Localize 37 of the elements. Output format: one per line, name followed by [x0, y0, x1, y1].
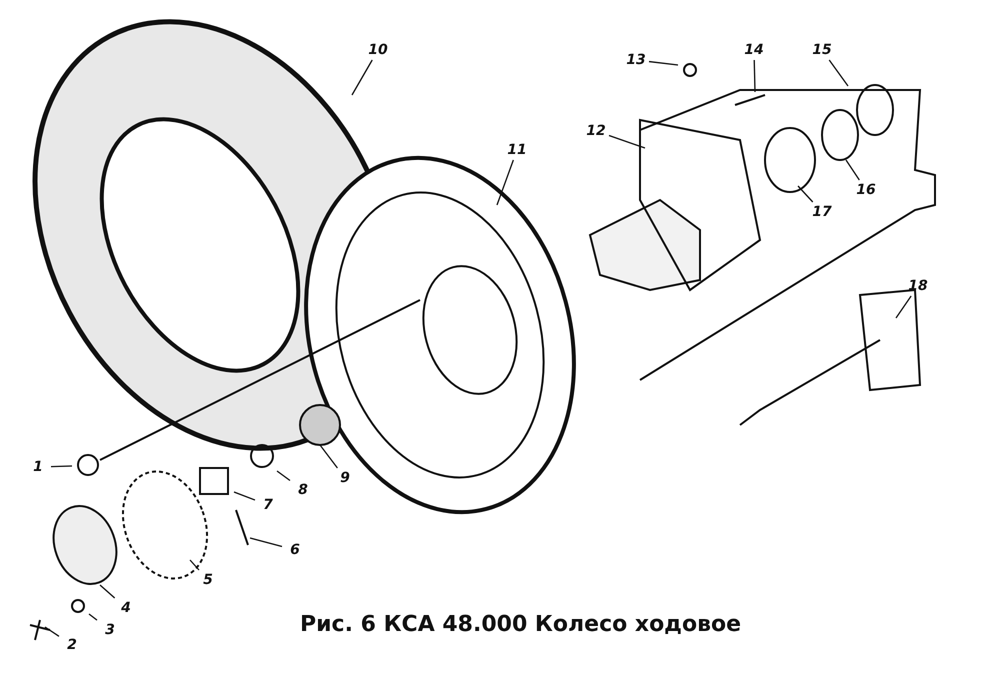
callout-number: 14 — [741, 40, 767, 60]
leader-line — [828, 60, 849, 86]
leader-line — [50, 465, 72, 468]
leader-line — [496, 160, 514, 206]
leader-line — [608, 134, 646, 149]
leader-line — [190, 560, 200, 570]
callout-number: 8 — [290, 480, 316, 500]
callout-number: 16 — [853, 180, 879, 200]
figure-caption: Рис. 6 КСА 48.000 Колесо ходовое — [300, 612, 742, 637]
callout-number: 7 — [255, 495, 281, 515]
callout-number: 17 — [809, 202, 835, 222]
callout-number: 9 — [332, 468, 358, 488]
leader-line — [88, 613, 98, 621]
leader-line — [648, 60, 678, 66]
leader-line — [798, 186, 814, 202]
leader-line — [100, 584, 116, 598]
callout-number: 5 — [195, 570, 221, 590]
leader-line — [319, 444, 338, 468]
callout-number: 12 — [583, 121, 609, 141]
leader-line — [44, 626, 60, 637]
callout-number: 6 — [282, 540, 308, 560]
leader-line — [250, 537, 282, 548]
leader-line — [754, 60, 756, 92]
leader-line — [276, 470, 290, 482]
callout-number: 10 — [365, 40, 391, 60]
callout-number: 15 — [809, 40, 835, 60]
callout-number: 2 — [59, 635, 85, 655]
callout-number: 13 — [623, 50, 649, 70]
callout-number: 1 — [25, 457, 51, 477]
callout-number: 4 — [113, 598, 139, 618]
leader-line — [234, 491, 256, 501]
callout-number: 18 — [905, 276, 931, 296]
leader-line — [351, 60, 373, 96]
leader-line — [895, 296, 912, 318]
leader-line — [845, 160, 860, 180]
callout-number: 11 — [504, 140, 530, 160]
callout-number: 3 — [97, 620, 123, 640]
